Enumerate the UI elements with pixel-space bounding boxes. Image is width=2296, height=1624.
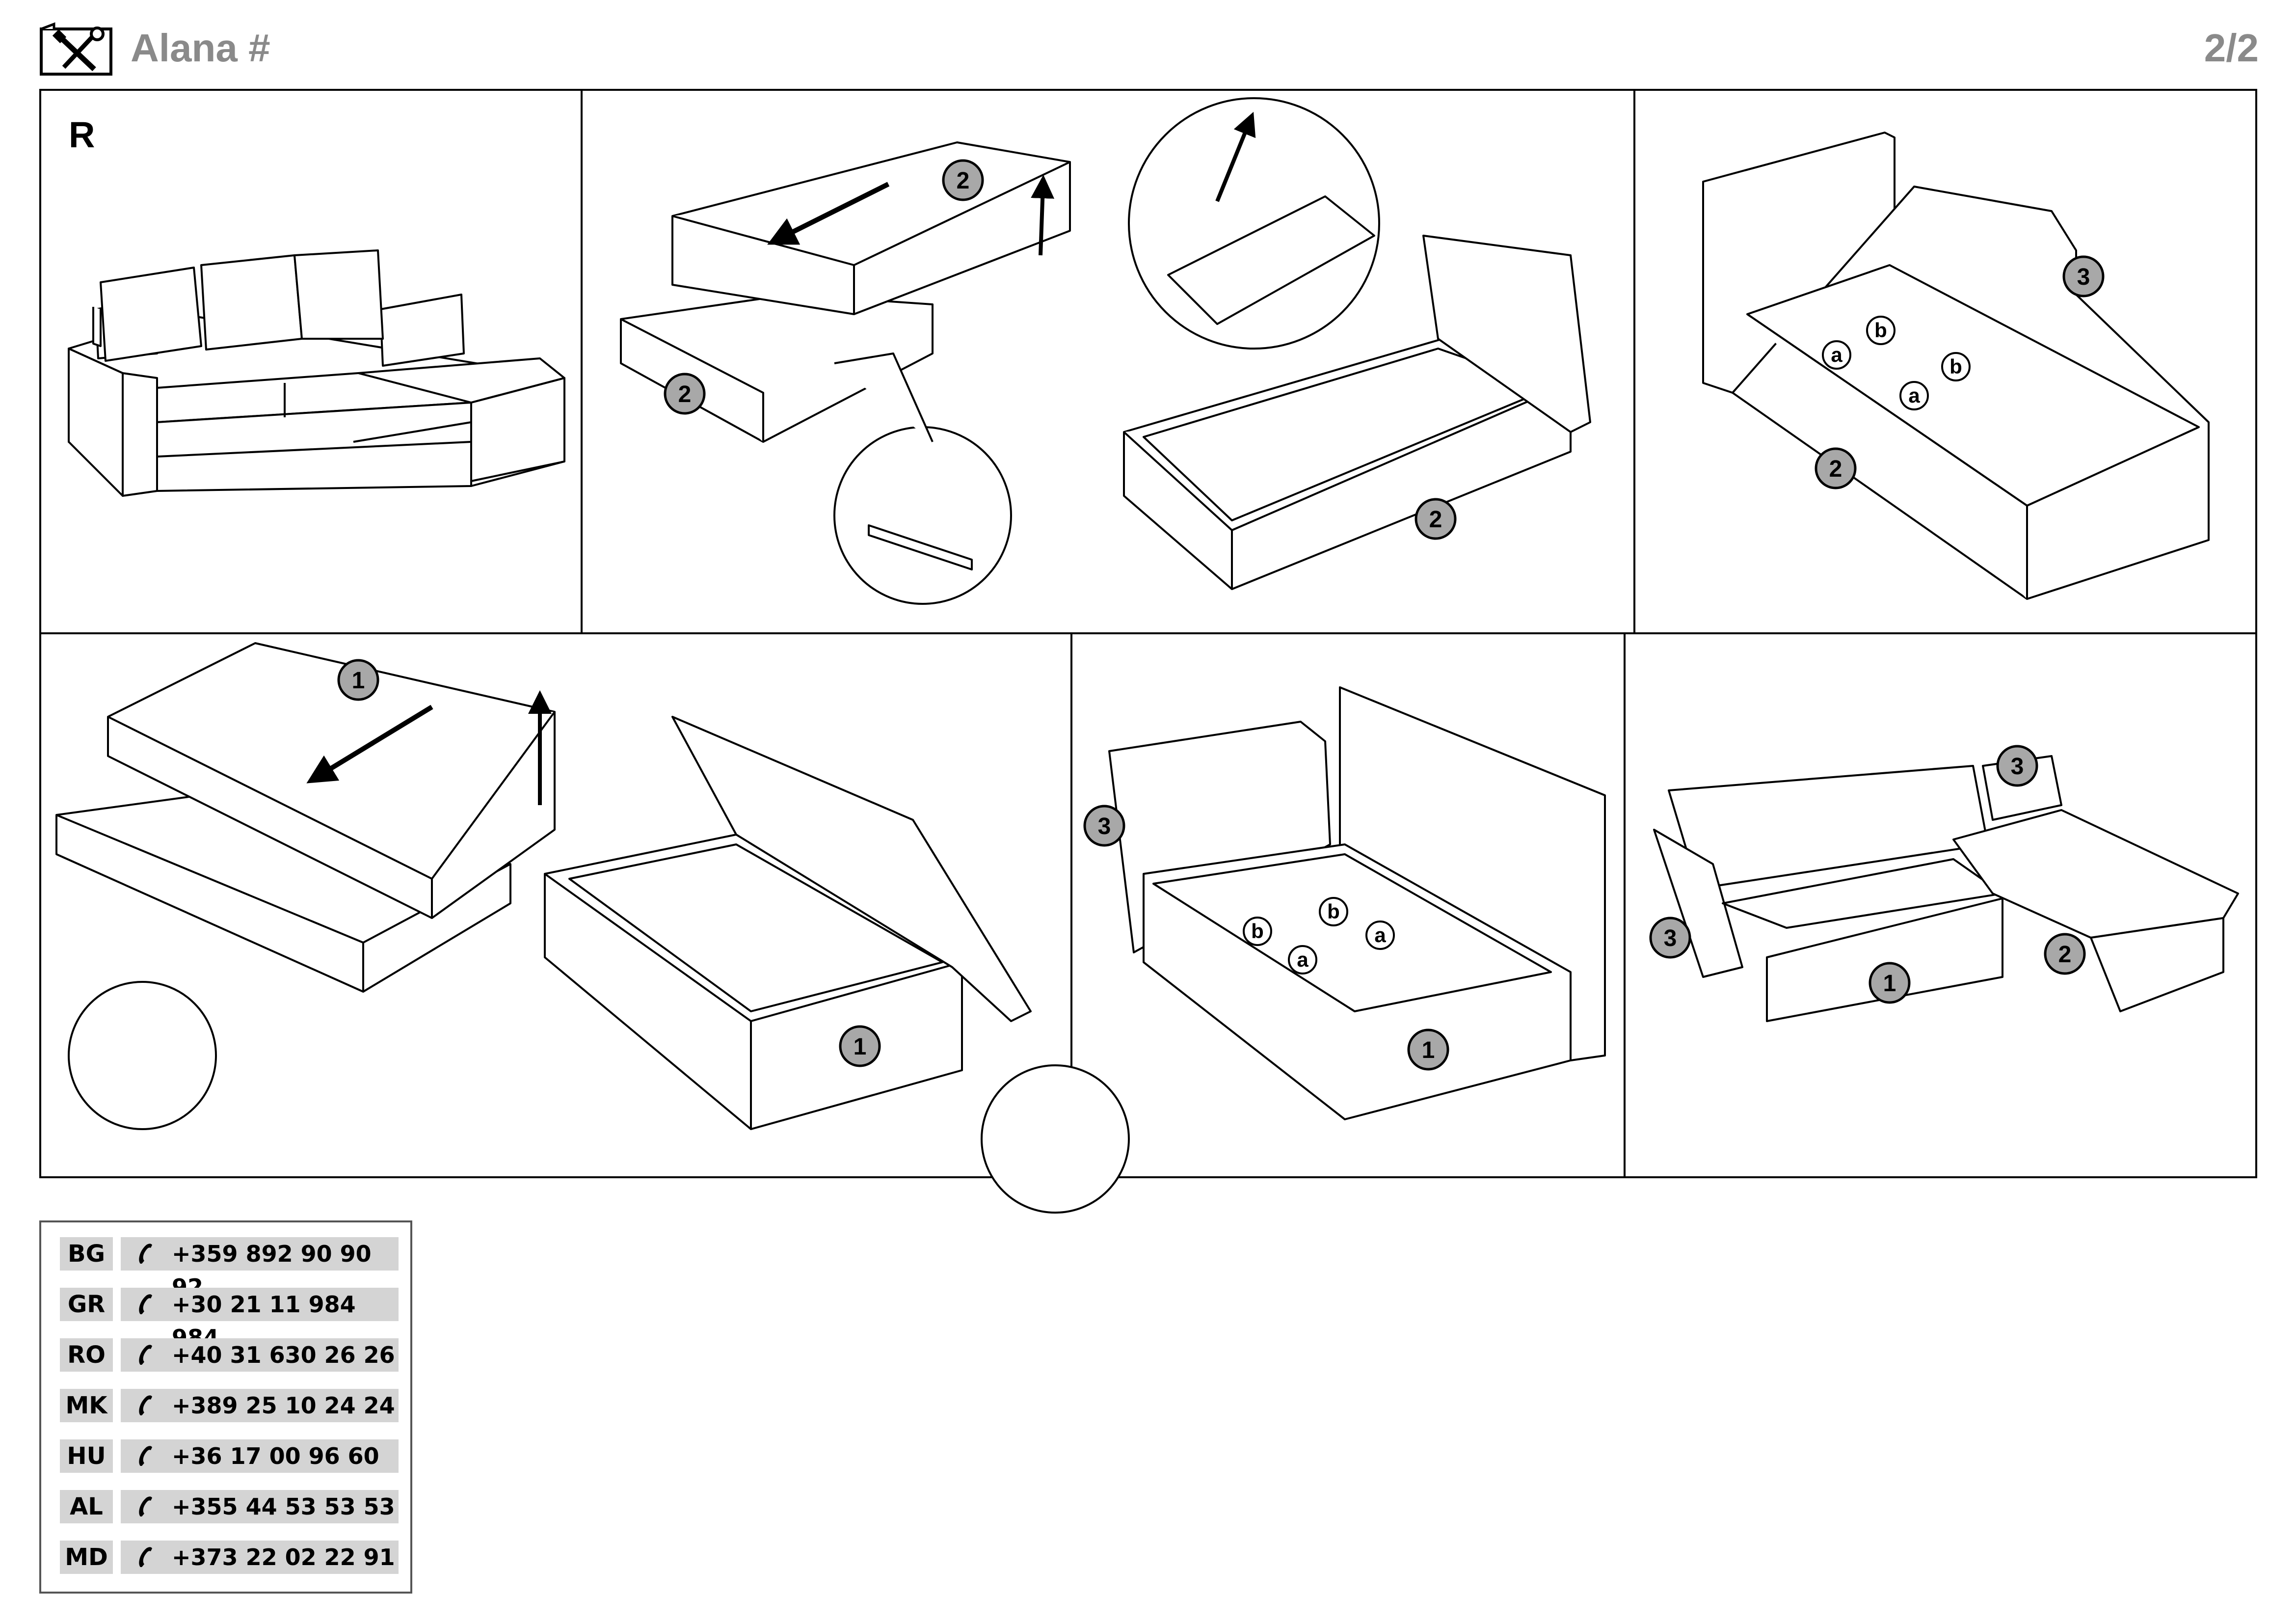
phone-icon bbox=[139, 1294, 152, 1314]
badge-2: 2 bbox=[1815, 447, 1857, 489]
spacing-labels: a b b a b a b a bbox=[1243, 316, 1971, 974]
phone-icon bbox=[139, 1345, 152, 1365]
svg-text:a: a bbox=[1374, 923, 1386, 947]
badge-3: 3 bbox=[1083, 805, 1125, 847]
badge-1: 1 bbox=[1869, 962, 1911, 1004]
phone-number: +373 22 02 22 91 bbox=[172, 1544, 395, 1570]
step-main-storage bbox=[544, 716, 1130, 1214]
spacing-a: a bbox=[1822, 340, 1851, 370]
svg-text:2: 2 bbox=[1829, 456, 1842, 482]
spacing-a: a bbox=[1899, 381, 1929, 410]
contact-row: GR +30 21 11 984 984 bbox=[60, 1288, 399, 1351]
step-main-frame bbox=[1108, 686, 1606, 1120]
badge-2: 2 bbox=[664, 373, 706, 415]
step-frame-spacing bbox=[1702, 132, 2210, 600]
svg-text:a: a bbox=[1908, 384, 1920, 407]
svg-text:3: 3 bbox=[1098, 813, 1111, 839]
phone-icon bbox=[139, 1395, 152, 1415]
phone-icon bbox=[139, 1547, 152, 1567]
spacing-a: a bbox=[1365, 920, 1395, 950]
svg-text:3: 3 bbox=[2011, 754, 2024, 780]
lift-arrow bbox=[1031, 175, 1055, 256]
panel-grid bbox=[39, 89, 2257, 1178]
svg-text:b: b bbox=[1327, 900, 1340, 923]
lid-arrow bbox=[1215, 111, 1256, 202]
slide-arrow bbox=[767, 182, 890, 245]
svg-text:3: 3 bbox=[1664, 925, 1677, 951]
badge-3: 3 bbox=[1996, 745, 2038, 787]
badge-2: 2 bbox=[942, 159, 984, 201]
svg-text:1: 1 bbox=[352, 668, 365, 694]
badge-2: 2 bbox=[2044, 933, 2086, 975]
phone-cell: +389 25 10 24 24 bbox=[121, 1389, 399, 1422]
badge-1: 1 bbox=[839, 1025, 881, 1067]
phone-number: +355 44 53 53 53 bbox=[172, 1493, 395, 1520]
svg-text:a: a bbox=[1831, 343, 1842, 366]
phone-cell: +373 22 02 22 91 bbox=[121, 1541, 399, 1574]
svg-text:2: 2 bbox=[2058, 942, 2072, 968]
manual-title: Alana # bbox=[131, 26, 270, 70]
svg-text:2: 2 bbox=[1429, 507, 1442, 533]
slide-arrow bbox=[306, 704, 433, 784]
phone-cell: +36 17 00 96 60 bbox=[121, 1439, 399, 1473]
step-main-lift bbox=[55, 642, 556, 1130]
variant-label: R bbox=[69, 114, 95, 155]
phone-icon bbox=[139, 1446, 152, 1466]
badge-1: 1 bbox=[1407, 1029, 1449, 1071]
phone-number: +359 892 90 90 92 bbox=[172, 1241, 372, 1300]
country-code: HU bbox=[60, 1439, 113, 1473]
tools-icon bbox=[40, 22, 112, 76]
spacing-b: b bbox=[1941, 352, 1971, 381]
page-number: 2/2 bbox=[2204, 26, 2259, 70]
phone-cell: +355 44 53 53 53 bbox=[121, 1490, 399, 1523]
country-code: AL bbox=[60, 1490, 113, 1523]
country-code: GR bbox=[60, 1288, 113, 1321]
svg-text:1: 1 bbox=[854, 1034, 867, 1060]
contact-row: RO +40 31 630 26 26 bbox=[60, 1338, 399, 1372]
step-assembled bbox=[1653, 755, 2239, 1022]
spacing-b: b bbox=[1866, 316, 1896, 345]
svg-text:2: 2 bbox=[957, 168, 970, 194]
country-code: MD bbox=[60, 1541, 113, 1574]
phone-icon bbox=[139, 1244, 152, 1264]
country-code: BG bbox=[60, 1237, 113, 1271]
svg-text:3: 3 bbox=[2077, 264, 2090, 290]
phone-icon bbox=[139, 1496, 152, 1516]
phone-cell: +30 21 11 984 984 bbox=[121, 1288, 399, 1351]
contact-row: HU +36 17 00 96 60 bbox=[60, 1439, 399, 1473]
svg-text:b: b bbox=[1874, 319, 1887, 342]
country-code: RO bbox=[60, 1338, 113, 1372]
svg-text:b: b bbox=[1949, 355, 1962, 378]
country-code: MK bbox=[60, 1389, 113, 1422]
contact-row: AL +355 44 53 53 53 bbox=[60, 1490, 399, 1523]
badge-3: 3 bbox=[1649, 917, 1691, 959]
svg-text:1: 1 bbox=[1422, 1037, 1435, 1063]
phone-number: +36 17 00 96 60 bbox=[172, 1443, 379, 1469]
step-chaise-lift bbox=[620, 141, 1071, 605]
phone-cell: +40 31 630 26 26 bbox=[121, 1338, 399, 1372]
spacing-b: b bbox=[1319, 897, 1348, 926]
step-storage-open bbox=[1123, 97, 1591, 590]
sofa-overview bbox=[68, 249, 565, 497]
badge-3: 3 bbox=[2062, 255, 2105, 298]
spacing-a: a bbox=[1288, 945, 1317, 974]
phone-cell: +359 892 90 90 92 bbox=[121, 1237, 399, 1300]
contact-row: MK +389 25 10 24 24 bbox=[60, 1389, 399, 1422]
contact-row: MD +373 22 02 22 91 bbox=[60, 1541, 399, 1574]
svg-text:a: a bbox=[1297, 948, 1308, 971]
svg-text:b: b bbox=[1251, 920, 1264, 943]
phone-number: +389 25 10 24 24 bbox=[172, 1392, 395, 1419]
contact-row: BG +359 892 90 90 92 bbox=[60, 1237, 399, 1300]
svg-text:2: 2 bbox=[678, 381, 692, 407]
badge-2: 2 bbox=[1415, 498, 1457, 540]
svg-text:1: 1 bbox=[1883, 971, 1896, 997]
badge-1: 1 bbox=[337, 659, 379, 701]
spacing-b: b bbox=[1243, 917, 1272, 946]
contact-table: BG +359 892 90 90 92 GR +30 21 11 984 98… bbox=[39, 1220, 412, 1594]
phone-number: +40 31 630 26 26 bbox=[172, 1342, 395, 1368]
part-badges: 2 2 2 3 2 1 1 3 1 3 3 1 2 bbox=[337, 159, 2105, 1071]
